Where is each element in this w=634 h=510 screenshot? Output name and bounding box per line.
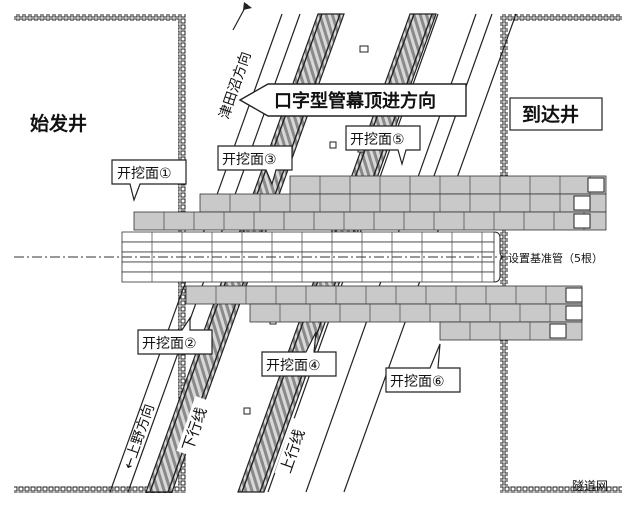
jack-box bbox=[565, 305, 583, 321]
pipe-row-lower-2 bbox=[249, 303, 583, 323]
marker bbox=[359, 45, 369, 53]
reference-pipe-brace bbox=[493, 231, 506, 283]
pipe-joints bbox=[279, 304, 551, 322]
face-6-label: 开挖面⑥ bbox=[390, 374, 445, 390]
tsudanuma-direction: 津田沼方向 bbox=[217, 50, 255, 121]
jacking-direction-label: 口字型管幕顶进方向 bbox=[274, 90, 436, 112]
face-5-label: 开挖面⑤ bbox=[350, 132, 405, 148]
face-5-callout: 开挖面⑤ bbox=[345, 125, 421, 167]
face-2-label: 开挖面② bbox=[142, 336, 197, 352]
face-3-box bbox=[217, 145, 293, 186]
pipe-joints bbox=[319, 176, 591, 194]
pipe-joints bbox=[229, 194, 591, 212]
jack-box bbox=[573, 213, 591, 229]
arrival-shaft-left-wall bbox=[500, 14, 508, 492]
arrival-shaft-label: 到达井 bbox=[522, 103, 579, 126]
face-5-box bbox=[345, 125, 421, 167]
start-shaft-bottom-wall bbox=[14, 486, 186, 493]
reference-pipe-5 bbox=[121, 271, 495, 283]
jack-box bbox=[573, 195, 591, 211]
arrival-shaft-bottom-wall bbox=[500, 486, 622, 493]
reference-pipe-2 bbox=[121, 241, 495, 253]
pipe-row-lower-3 bbox=[439, 321, 583, 341]
pipe-row-lower-1 bbox=[185, 285, 583, 305]
jack-box bbox=[587, 177, 605, 193]
jacking-direction-callout: 口字型管幕顶进方向 bbox=[238, 83, 467, 117]
tsudanuma-direction-label: 津田沼方向 bbox=[217, 50, 255, 121]
face-3-label: 开挖面③ bbox=[222, 152, 277, 168]
jack-box bbox=[549, 323, 567, 339]
watermark: 隧道网 bbox=[572, 478, 608, 493]
face-2-callout: 开挖面② bbox=[137, 316, 213, 355]
face-6-callout: 开挖面⑥ bbox=[385, 343, 461, 393]
reference-pipe-label: 设置基准管（5根） bbox=[508, 251, 603, 265]
arrival-shaft bbox=[500, 14, 622, 493]
pipe-joints bbox=[215, 286, 547, 304]
marker bbox=[329, 141, 337, 149]
up-track-label-bg bbox=[274, 418, 313, 480]
pipe-row-upper-1 bbox=[289, 175, 607, 195]
arrival-shaft-label-box bbox=[509, 97, 603, 131]
ueno-direction: ←上野方向 bbox=[121, 402, 158, 471]
face-3-callout: 开挖面③ bbox=[217, 145, 293, 186]
ueno-direction-label: ←上野方向 bbox=[121, 402, 158, 471]
face-2-box bbox=[137, 316, 213, 355]
arrival-shaft-top-wall bbox=[500, 14, 622, 21]
face-4-label: 开挖面④ bbox=[266, 358, 321, 374]
start-shaft-label: 始发井 bbox=[30, 112, 87, 135]
pipe-row-upper-3 bbox=[133, 211, 607, 231]
pipe-joints bbox=[469, 322, 531, 340]
jacking-direction-arrow bbox=[238, 83, 467, 117]
face-6-box bbox=[385, 343, 461, 393]
start-shaft-top-wall bbox=[14, 14, 186, 21]
pipe-joints bbox=[163, 212, 585, 230]
marker bbox=[243, 407, 251, 415]
pipe-row-upper-2 bbox=[199, 193, 607, 213]
face-1-label: 开挖面① bbox=[117, 166, 172, 182]
down-track-label-bg bbox=[176, 396, 215, 458]
reference-pipe-4 bbox=[121, 261, 495, 273]
face-4-callout: 开挖面④ bbox=[261, 331, 337, 377]
tsudanuma-arrow-head bbox=[243, 2, 252, 10]
reference-pipe-1 bbox=[121, 231, 495, 243]
face-1-callout: 开挖面① bbox=[111, 159, 187, 203]
face-1-box bbox=[111, 159, 187, 203]
jack-box bbox=[565, 287, 583, 303]
face-4-box bbox=[261, 331, 337, 377]
